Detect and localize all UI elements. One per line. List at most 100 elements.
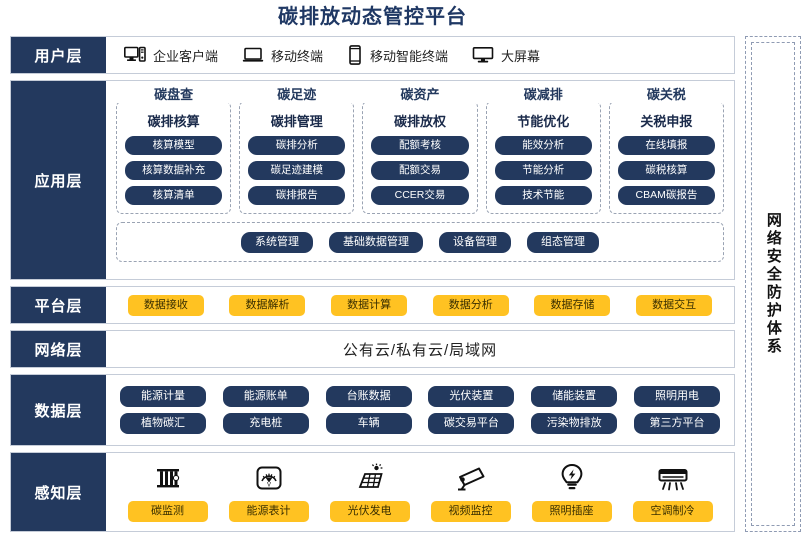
carbon-sensor-icon <box>153 461 183 495</box>
cctv-camera-icon <box>455 461 487 495</box>
app-feature-pill[interactable]: 碳排分析 <box>248 136 346 155</box>
app-group-box: 碳排放权 配额考核 配额交易 CCER交易 <box>362 101 478 214</box>
app-feature-pill[interactable]: 能效分析 <box>494 136 592 155</box>
app-group-carbon-footprint: 碳足迹 碳排管理 碳排分析 碳足迹建模 碳排报告 <box>239 87 355 214</box>
app-feature-pill[interactable]: 碳排报告 <box>248 186 346 205</box>
management-pill-device[interactable]: 设备管理 <box>439 231 511 253</box>
platform-pill-data-analysis[interactable]: 数据分析 <box>432 294 509 316</box>
layer-label-data: 数据层 <box>11 375 106 445</box>
platform-pill-data-parse[interactable]: 数据解析 <box>229 294 306 316</box>
perception-item-label: 碳监测 <box>127 500 208 522</box>
page-title: 碳排放动态管控平台 <box>278 6 467 28</box>
app-feature-pill[interactable]: 配额考核 <box>371 136 469 155</box>
perception-item-carbon-monitoring[interactable]: 碳监测 <box>122 461 213 522</box>
data-pill-energy-bill[interactable]: 能源账单 <box>222 386 309 407</box>
platform-pill-data-exchange[interactable]: 数据交互 <box>636 294 713 316</box>
layer-data: 数据层 能源计量 能源账单 台账数据 光伏装置 储能装置 照明用电 植物碳汇 充… <box>10 374 735 446</box>
user-item-label: 移动智能终端 <box>370 48 449 64</box>
platform-item-list: 数据接收 数据解析 数据计算 数据分析 数据存储 数据交互 <box>106 294 734 316</box>
layer-body-perception: 碳监测 <box>106 453 734 531</box>
app-group-subtitle: 碳排放权 <box>394 114 447 129</box>
app-feature-pill[interactable]: CBAM碳报告 <box>617 186 716 205</box>
app-group-title: 碳盘查 <box>116 87 232 103</box>
layer-label-application: 应用层 <box>11 81 106 279</box>
platform-pill-data-receive[interactable]: 数据接收 <box>127 294 204 316</box>
perception-item-label: 光伏发电 <box>329 500 410 522</box>
app-group-box: 碳排管理 碳排分析 碳足迹建模 碳排报告 <box>239 101 355 214</box>
perception-item-pv-generation[interactable]: 光伏发电 <box>324 461 415 522</box>
security-panel-outer: 网络安全防护体系 <box>745 36 801 532</box>
user-item-label: 大屏幕 <box>501 48 541 64</box>
platform-pill-data-storage[interactable]: 数据存储 <box>534 294 611 316</box>
layer-label-perception: 感知层 <box>11 453 106 531</box>
app-feature-pill[interactable]: 配额交易 <box>371 161 469 180</box>
management-pill-basic-data[interactable]: 基础数据管理 <box>329 231 423 253</box>
data-pill-pollutant-emission[interactable]: 污染物排放 <box>531 413 618 434</box>
layer-label-platform: 平台层 <box>11 287 106 323</box>
user-item-label: 移动终端 <box>271 48 324 64</box>
data-pill-pv-device[interactable]: 光伏装置 <box>428 386 515 407</box>
app-feature-pill[interactable]: 碳足迹建模 <box>248 161 346 180</box>
user-item-enterprise-client[interactable]: 企业客户端 <box>124 46 218 65</box>
app-group-carbon-asset: 碳资产 碳排放权 配额考核 配额交易 CCER交易 <box>362 87 478 214</box>
app-feature-pill[interactable]: CCER交易 <box>371 186 469 205</box>
data-pill-ledger-data[interactable]: 台账数据 <box>325 386 412 407</box>
app-feature-pill[interactable]: 碳税核算 <box>617 161 716 180</box>
app-group-box: 节能优化 能效分析 节能分析 技术节能 <box>485 101 601 214</box>
data-pill-carbon-trading-platform[interactable]: 碳交易平台 <box>428 413 515 434</box>
layer-stack: 用户层 <box>10 36 735 532</box>
perception-item-label: 视频监控 <box>430 500 511 522</box>
perception-item-energy-meter[interactable]: V 能源表计 <box>223 461 314 522</box>
smartphone-icon <box>347 45 363 65</box>
app-feature-pill[interactable]: 节能分析 <box>494 161 592 180</box>
app-group-subtitle: 节能优化 <box>517 114 570 129</box>
security-panel-inner: 网络安全防护体系 <box>751 42 795 526</box>
perception-item-label: 能源表计 <box>228 500 309 522</box>
app-group-title: 碳资产 <box>362 87 478 103</box>
layer-body-data: 能源计量 能源账单 台账数据 光伏装置 储能装置 照明用电 植物碳汇 充电桩 车… <box>106 375 734 445</box>
user-item-smart-mobile-terminal[interactable]: 移动智能终端 <box>347 45 448 65</box>
layer-body-network: 公有云/私有云/局域网 <box>106 331 734 367</box>
layer-user: 用户层 <box>10 36 735 74</box>
application-management-box: 系统管理 基础数据管理 设备管理 组态管理 <box>116 222 724 262</box>
network-description: 公有云/私有云/局域网 <box>342 341 498 359</box>
management-pill-configuration[interactable]: 组态管理 <box>527 231 599 253</box>
app-group-subtitle: 关税申报 <box>640 114 693 129</box>
data-pill-storage-device[interactable]: 储能装置 <box>531 386 618 407</box>
solar-panel-icon <box>354 461 386 495</box>
data-pill-energy-metering[interactable]: 能源计量 <box>120 386 206 407</box>
data-source-row: 植物碳汇 充电桩 车辆 碳交易平台 污染物排放 第三方平台 <box>120 413 720 434</box>
layer-label-user: 用户层 <box>11 37 106 73</box>
user-item-mobile-terminal[interactable]: 移动终端 <box>242 46 323 65</box>
app-feature-pill[interactable]: 核算清单 <box>125 186 223 205</box>
user-item-label: 企业客户端 <box>153 48 219 64</box>
user-item-list: 企业客户端 移动终端 <box>106 45 734 65</box>
app-group-carbon-reduction: 碳减排 节能优化 能效分析 节能分析 技术节能 <box>485 87 601 214</box>
management-pill-system[interactable]: 系统管理 <box>241 231 313 253</box>
layer-body-user: 企业客户端 移动终端 <box>106 37 734 73</box>
perception-item-lighting-socket[interactable]: 照明插座 <box>526 461 617 522</box>
app-group-box: 关税申报 在线填报 碳税核算 CBAM碳报告 <box>608 101 725 214</box>
air-conditioner-icon <box>656 461 690 495</box>
app-feature-pill[interactable]: 核算模型 <box>125 136 223 155</box>
app-feature-pill[interactable]: 技术节能 <box>494 186 592 205</box>
app-group-subtitle: 碳排管理 <box>270 114 323 129</box>
data-pill-plant-carbon-sink[interactable]: 植物碳汇 <box>120 413 206 434</box>
perception-item-air-conditioning[interactable]: 空调制冷 <box>627 461 718 522</box>
app-feature-pill[interactable]: 核算数据补充 <box>125 161 223 180</box>
layer-body-application: 碳盘查 碳排核算 核算模型 核算数据补充 核算清单 碳足迹 碳排管理 碳排分析 <box>106 81 734 279</box>
platform-pill-data-compute[interactable]: 数据计算 <box>331 294 408 316</box>
perception-item-video-surveillance[interactable]: 视频监控 <box>425 461 516 522</box>
app-group-carbon-tariff: 碳关税 关税申报 在线填报 碳税核算 CBAM碳报告 <box>608 87 725 214</box>
app-feature-pill[interactable]: 在线填报 <box>617 136 716 155</box>
data-pill-charging-pile[interactable]: 充电桩 <box>222 413 309 434</box>
data-pill-third-party-platform[interactable]: 第三方平台 <box>633 413 720 434</box>
layer-body-platform: 数据接收 数据解析 数据计算 数据分析 数据存储 数据交互 <box>106 287 734 323</box>
svg-text:V: V <box>266 482 270 488</box>
user-item-large-screen[interactable]: 大屏幕 <box>472 46 540 65</box>
data-source-row: 能源计量 能源账单 台账数据 光伏装置 储能装置 照明用电 <box>120 386 720 407</box>
perception-item-label: 空调制冷 <box>632 500 713 522</box>
data-pill-vehicle[interactable]: 车辆 <box>325 413 412 434</box>
data-pill-lighting-power[interactable]: 照明用电 <box>633 386 720 407</box>
